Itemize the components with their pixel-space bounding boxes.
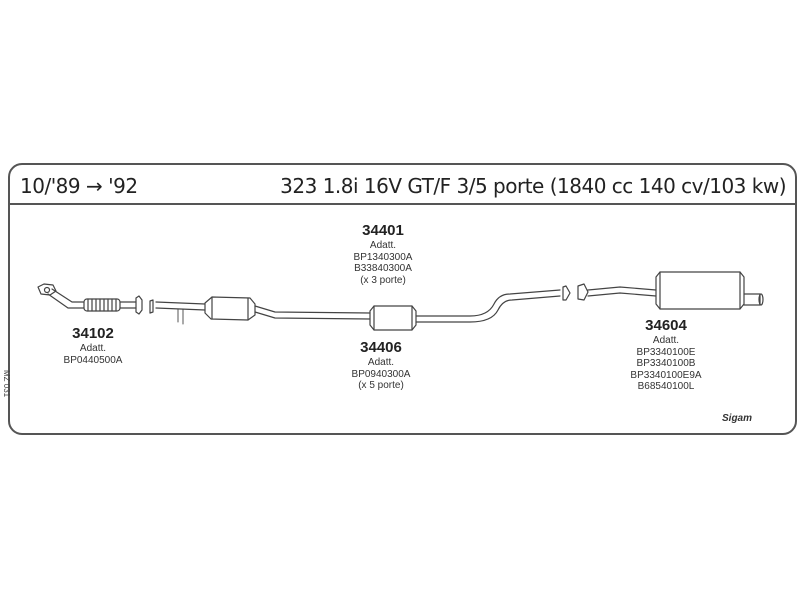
gasket (149, 299, 154, 314)
pipe-34406-front (155, 301, 206, 311)
mid-pipe-34406 (254, 305, 371, 320)
down-pipe-34102 (47, 288, 85, 309)
flex-joint-34102 (83, 295, 143, 315)
rear-silencer-34604 (655, 271, 764, 310)
part-34401: 34401 Adatt. BP1340300A B33840300A (x 3 … (354, 222, 413, 286)
part-detail: B68540100L (637, 381, 695, 392)
part-34102: 34102 Adatt. BP0440500A (64, 325, 123, 366)
front-silencer-34406 (204, 296, 256, 321)
part-detail: Adatt. (79, 343, 107, 354)
part-detail: (x 3 porte) (360, 274, 406, 286)
clamp (562, 285, 571, 301)
part-34604: 34604 Adatt. BP3340100E BP3340100B BP334… (630, 317, 701, 393)
model-title: 323 1.8i 16V GT/F 3/5 porte (1840 cc 140… (280, 174, 786, 198)
part-detail: BP1340300A (353, 251, 413, 263)
part-code: 34604 (645, 317, 687, 334)
part-detail: BP3340100B (636, 358, 696, 369)
header-divider (8, 203, 797, 205)
part-detail: BP0440500A (63, 354, 123, 366)
part-detail: B33840300A (354, 263, 412, 274)
rear-flange-34604 (577, 283, 589, 301)
catalog-code: MZ 031 (2, 370, 11, 398)
year-range: 10/'89 → '92 (20, 174, 138, 198)
part-detail: Adatt. (367, 357, 395, 368)
part-detail: Adatt. (369, 240, 397, 251)
part-detail: BP3340100E9A (630, 369, 702, 381)
mid-silencer-34406 (369, 305, 417, 331)
brand-logo: Sigam (722, 413, 753, 424)
part-detail: Adatt. (652, 335, 680, 346)
rear-pipe-34401 (415, 289, 561, 323)
part-detail: (x 5 porte) (358, 380, 404, 391)
diagram-frame (8, 163, 797, 435)
part-detail: BP3340100E (636, 346, 696, 358)
part-34406: 34406 Adatt. BP0940300A (x 5 porte) (352, 339, 411, 392)
part-code: 34401 (362, 222, 404, 239)
part-code: 34102 (72, 325, 114, 342)
part-detail: BP0940300A (351, 368, 411, 380)
part-code: 34406 (360, 339, 402, 356)
